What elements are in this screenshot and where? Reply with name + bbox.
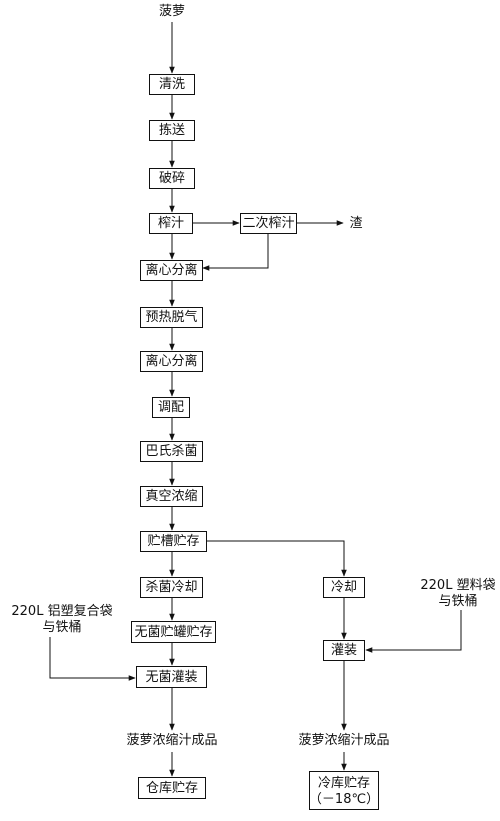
cold-storage-temp: （－18℃） (308, 792, 380, 807)
fill-box: 灌装 (323, 640, 365, 661)
preheat-degas-box: 预热脱气 (140, 307, 203, 328)
press-box: 榨汁 (149, 213, 193, 234)
pasteurize-box: 巴氏杀菌 (140, 441, 203, 462)
cold-storage-box: 冷库贮存 （－18℃） (309, 771, 379, 810)
sterilize-cool-box: 杀菌冷却 (140, 577, 203, 598)
crush-box: 破碎 (149, 168, 195, 189)
arrow-second-return (202, 233, 269, 271)
centrifuge-box-2: 离心分离 (140, 351, 203, 372)
tank-storage-box: 贮槽贮存 (140, 531, 207, 552)
left-packaging-input: 220L 铝塑复合袋 与铁桶 (0, 604, 124, 637)
aseptic-fill-box: 无菌灌装 (136, 666, 207, 688)
residue-label: 渣 (349, 216, 363, 231)
warehouse-storage-box: 仓库贮存 (138, 777, 206, 799)
centrifuge-box-1: 离心分离 (140, 260, 203, 281)
left-input-line1: 220L 铝塑复合袋 (11, 604, 113, 619)
vacuum-concentrate-box: 真空浓缩 (140, 486, 203, 507)
product-label-right: 菠萝浓缩汁成品 (298, 733, 390, 748)
arrow-tank-cool (207, 540, 347, 577)
blend-box: 调配 (152, 397, 190, 418)
start-label: 菠萝 (158, 4, 185, 19)
cold-storage-label: 冷库贮存 (317, 776, 370, 791)
right-input-line2: 与铁桶 (438, 594, 478, 610)
second-press-box: 二次榨汁 (240, 213, 297, 234)
product-label-left: 菠萝浓缩汁成品 (126, 733, 218, 748)
right-input-line1: 220L 塑料袋 (420, 578, 496, 593)
sort-box: 拣送 (149, 120, 195, 141)
right-packaging-input: 220L 塑料袋 与铁桶 (416, 578, 500, 611)
left-input-line2: 与铁桶 (42, 620, 82, 636)
wash-box: 清洗 (149, 74, 195, 95)
cool-box: 冷却 (323, 577, 365, 598)
aseptic-tank-box: 无菌贮罐贮存 (131, 621, 216, 643)
arrow-right-input (365, 610, 462, 653)
arrow-left-input (49, 637, 136, 681)
